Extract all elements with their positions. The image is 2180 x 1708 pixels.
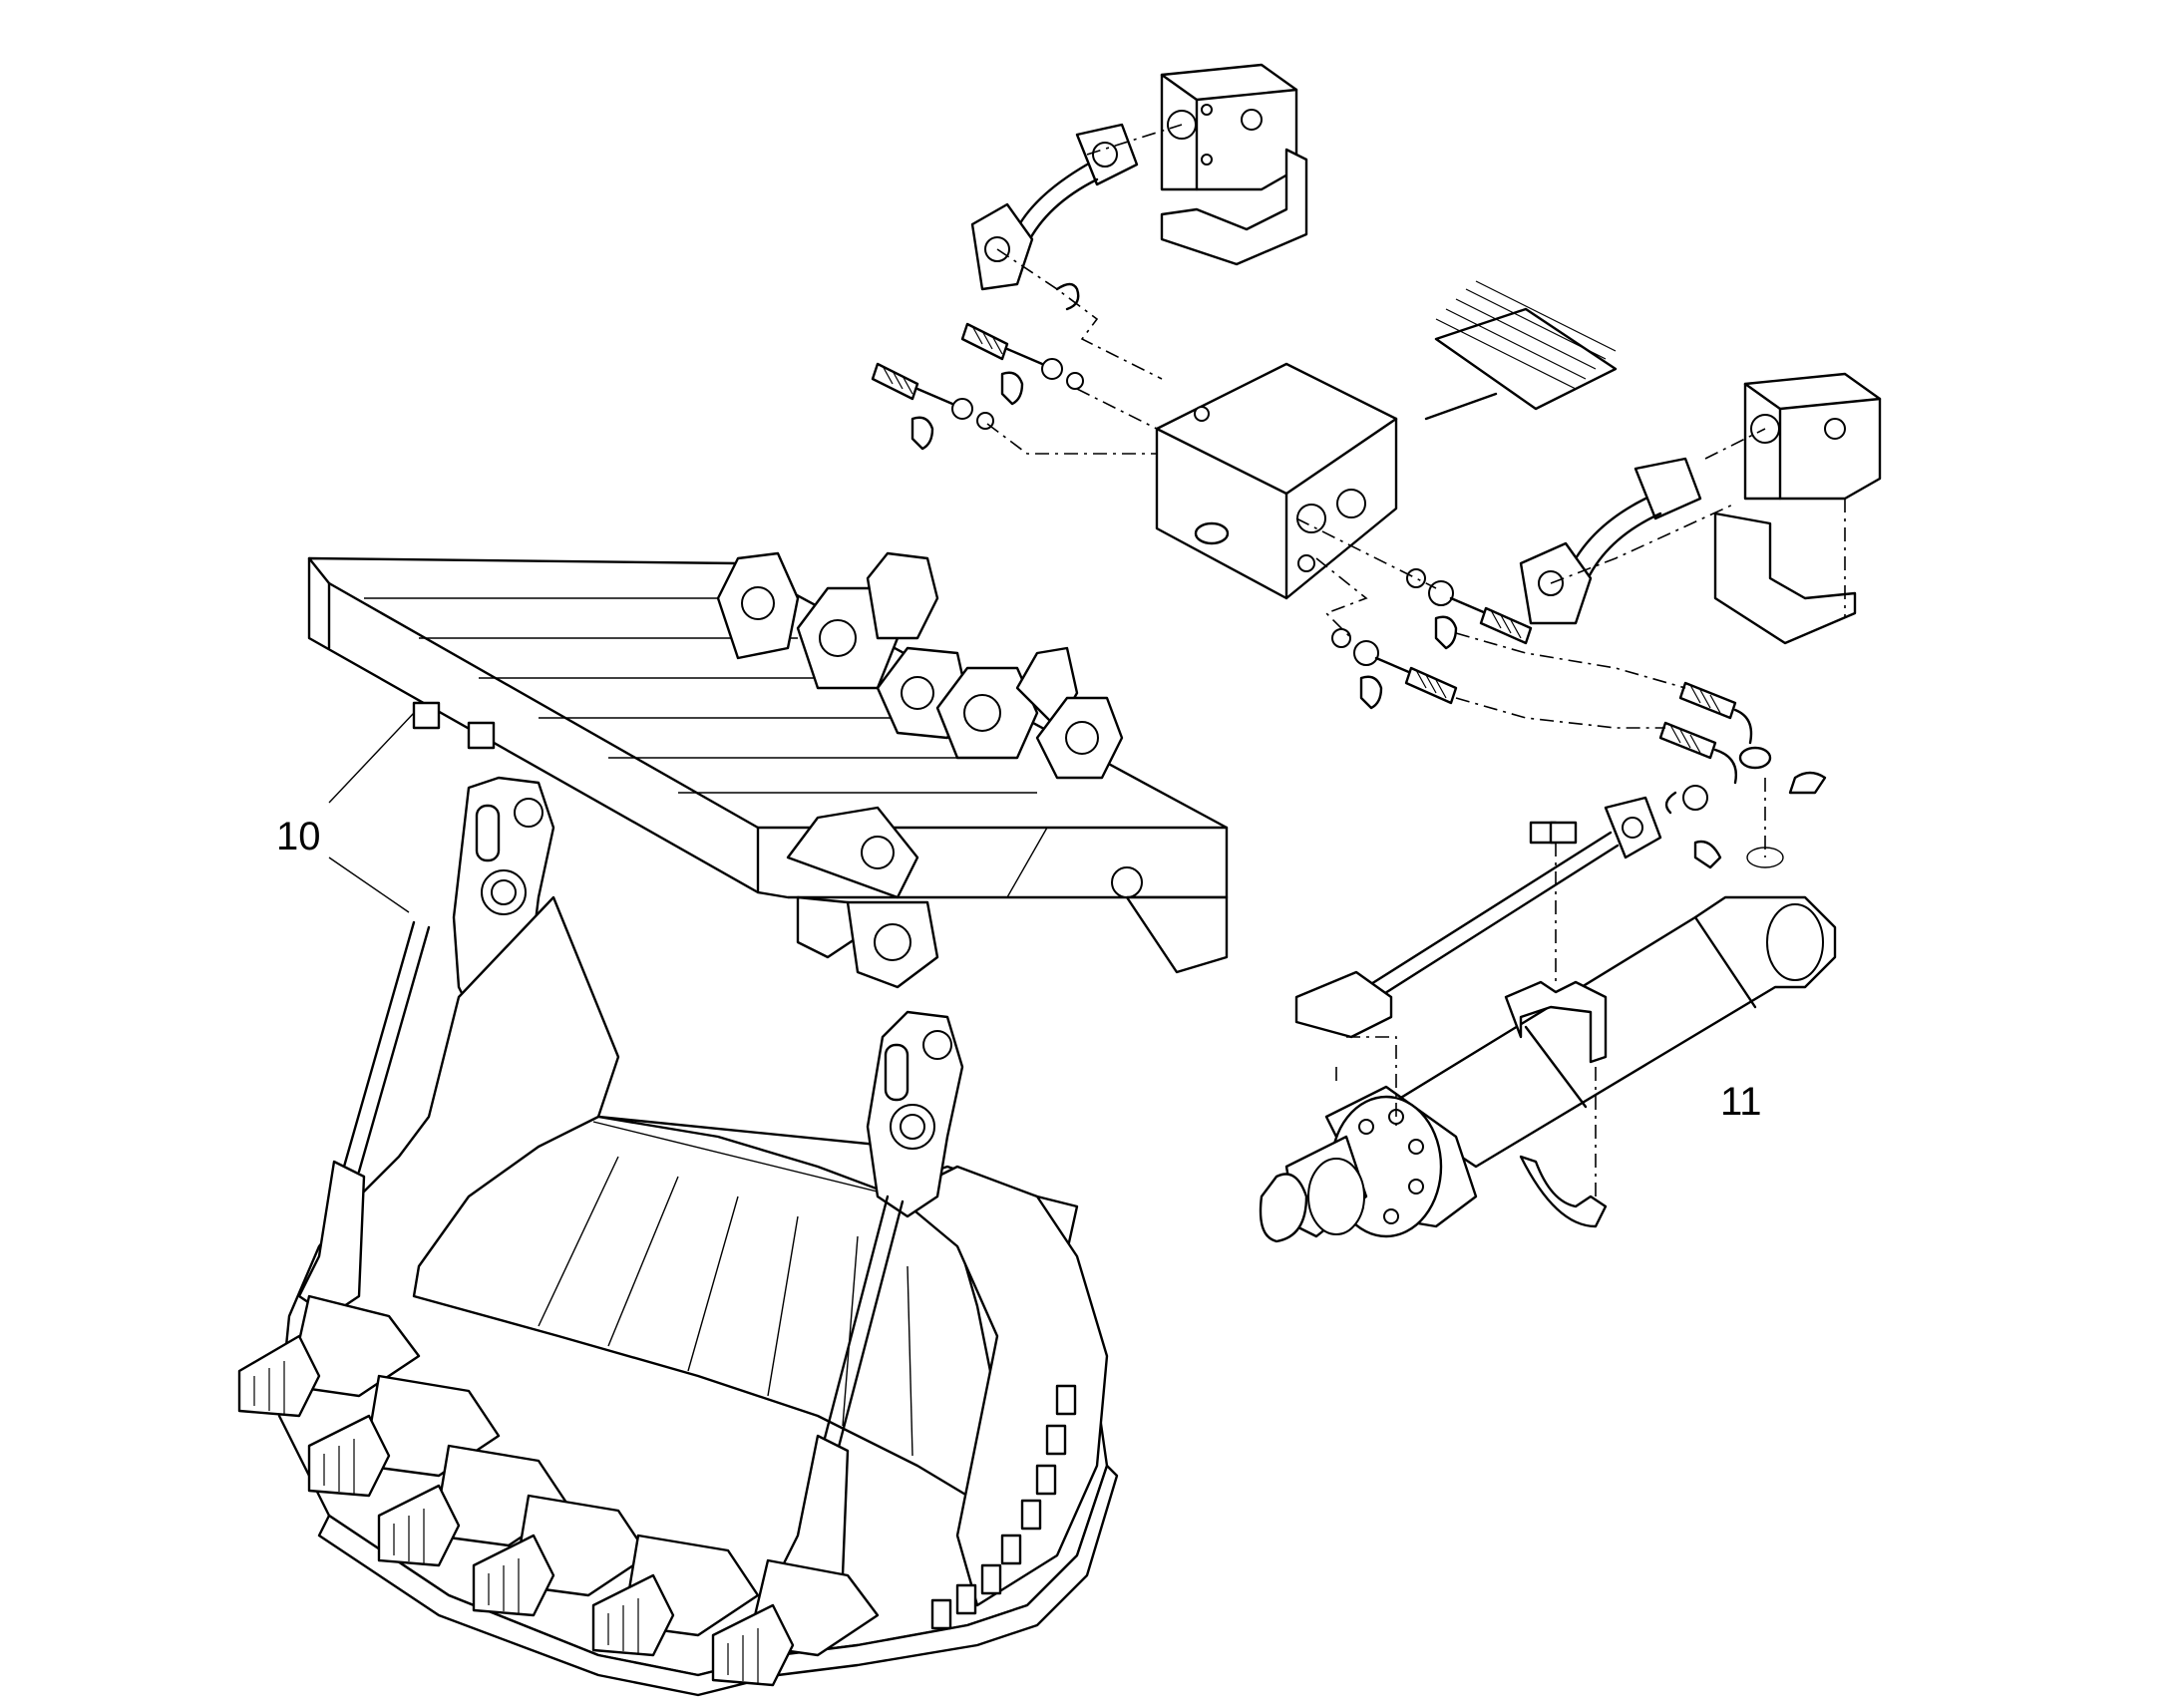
lip-shrouds	[930, 1384, 1077, 1630]
valve-block	[1155, 362, 1398, 600]
bucket-top-beam	[307, 551, 1229, 989]
bucket-teeth	[237, 1294, 880, 1687]
right-elbow-pipe	[1519, 457, 1702, 625]
fittings	[871, 322, 1827, 869]
top-elbow-pipe	[970, 123, 1139, 311]
callout-10-label: 10	[276, 815, 321, 858]
bucket-assembly	[237, 551, 1229, 1697]
top-mount-block	[1160, 63, 1308, 266]
tooth-1	[237, 1294, 421, 1418]
hose-bundle	[1424, 280, 1618, 421]
hydraulic-assembly	[871, 63, 1882, 1243]
long-rod	[1294, 796, 1662, 1039]
hydraulic-cylinder	[1259, 821, 1837, 1243]
bucket-right-link	[866, 1010, 964, 1218]
tooth-6	[711, 1558, 880, 1687]
tooth-4	[472, 1494, 650, 1617]
right-mount-block	[1713, 372, 1882, 645]
callout-11-label: 11	[1720, 1080, 1762, 1124]
assembly-lines	[986, 124, 1846, 1196]
callout-10-leader-lower	[328, 856, 410, 913]
callout-10-leader-upper	[328, 712, 415, 804]
tooth-5	[591, 1534, 760, 1657]
